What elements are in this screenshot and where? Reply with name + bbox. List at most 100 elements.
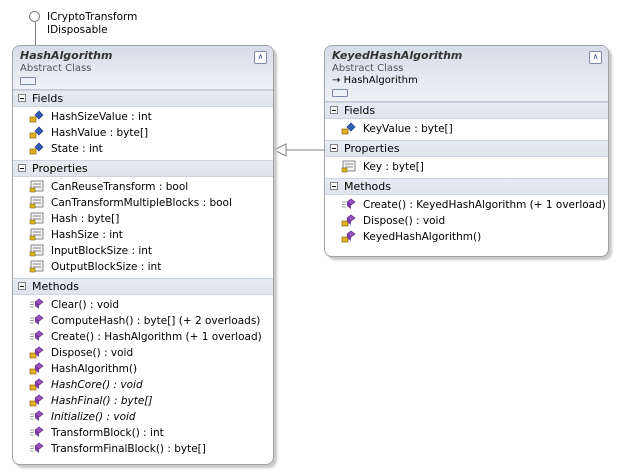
member-item[interactable]: CanReuseTransform : bool	[13, 179, 273, 195]
member-item[interactable]: Clear() : void	[13, 297, 273, 313]
public-method-icon	[29, 314, 45, 327]
property-icon	[29, 228, 45, 241]
interface-connector	[35, 22, 36, 56]
collapse-chevron-icon[interactable]: ∧	[254, 51, 267, 64]
member-item[interactable]: HashValue : byte[]	[13, 125, 273, 141]
collapse-minus-icon[interactable]	[18, 282, 26, 290]
member-item[interactable]: KeyedHashAlgorithm()	[325, 229, 608, 245]
member-label: HashSize : int	[51, 229, 123, 241]
public-method-icon	[29, 410, 45, 423]
property-icon	[29, 244, 45, 257]
protected-method-icon	[29, 346, 45, 359]
collapse-minus-icon[interactable]	[18, 94, 26, 102]
member-label: KeyValue : byte[]	[363, 123, 453, 135]
collapse-minus-icon[interactable]	[330, 182, 338, 190]
member-label: Dispose() : void	[363, 215, 446, 227]
section-header-methods[interactable]: Methods	[325, 178, 608, 195]
property-icon	[29, 212, 45, 225]
member-item[interactable]: ComputeHash() : byte[] (+ 2 overloads)	[13, 313, 273, 329]
base-class-line: → HashAlgorithm	[332, 75, 602, 87]
member-item[interactable]: TransformBlock() : int	[13, 425, 273, 441]
member-item[interactable]: Initialize() : void	[13, 409, 273, 425]
member-item[interactable]: Hash : byte[]	[13, 211, 273, 227]
member-item[interactable]: HashSizeValue : int	[13, 109, 273, 125]
class-kind: Abstract Class	[20, 63, 92, 74]
property-icon	[29, 260, 45, 273]
member-label: HashSizeValue : int	[51, 111, 152, 123]
member-label: Initialize() : void	[51, 411, 136, 423]
inheritance-connector	[272, 143, 326, 157]
collapse-minus-icon[interactable]	[330, 144, 338, 152]
member-label: Hash : byte[]	[51, 213, 120, 225]
member-label: Dispose() : void	[51, 347, 134, 359]
member-label: CanTransformMultipleBlocks : bool	[51, 197, 232, 209]
member-item[interactable]: HashFinal() : byte[]	[13, 393, 273, 409]
class-header[interactable]: KeyedHashAlgorithm Abstract Class → Hash…	[325, 46, 608, 102]
member-item[interactable]: InputBlockSize : int	[13, 243, 273, 259]
base-class-name: HashAlgorithm	[343, 75, 418, 86]
class-kind: Abstract Class	[332, 63, 404, 74]
property-icon	[341, 160, 357, 173]
member-item[interactable]: Key : byte[]	[325, 159, 608, 175]
member-item[interactable]: Dispose() : void	[325, 213, 608, 229]
section-header-properties[interactable]: Properties	[13, 160, 273, 177]
member-item[interactable]: Create() : HashAlgorithm (+ 1 overload)	[13, 329, 273, 345]
protected-method-icon	[341, 230, 357, 243]
section-title: Properties	[344, 142, 400, 155]
interface-labels: ICryptoTransform IDisposable	[47, 11, 137, 37]
section-title: Fields	[344, 104, 376, 117]
member-label: OutputBlockSize : int	[51, 261, 162, 273]
class-header[interactable]: HashAlgorithm Abstract Class ∧	[13, 46, 273, 90]
member-label: HashValue : byte[]	[51, 127, 149, 139]
protected-field-icon	[29, 110, 45, 123]
member-label: Create() : KeyedHashAlgorithm (+ 1 overl…	[363, 199, 606, 211]
class-box-keyedhashalgorithm[interactable]: KeyedHashAlgorithm Abstract Class → Hash…	[324, 45, 609, 257]
member-item[interactable]: HashAlgorithm()	[13, 361, 273, 377]
member-item[interactable]: HashCore() : void	[13, 377, 273, 393]
section-fields: Fields KeyValue : byte[]	[325, 102, 608, 140]
protected-method-icon	[341, 214, 357, 227]
member-item[interactable]: State : int	[13, 141, 273, 157]
member-label: HashAlgorithm()	[51, 363, 138, 375]
member-item[interactable]: Dispose() : void	[13, 345, 273, 361]
inheritance-arrow-icon	[272, 143, 287, 157]
class-toggle-icon[interactable]	[20, 77, 36, 85]
section-title: Fields	[32, 92, 64, 105]
class-toggle-icon[interactable]	[332, 89, 348, 97]
member-item[interactable]: HashSize : int	[13, 227, 273, 243]
member-label: HashFinal() : byte[]	[51, 395, 153, 407]
member-label: ComputeHash() : byte[] (+ 2 overloads)	[51, 315, 261, 327]
member-label: TransformFinalBlock() : byte[]	[51, 443, 206, 455]
public-method-icon	[29, 298, 45, 311]
collapse-minus-icon[interactable]	[18, 164, 26, 172]
member-item[interactable]: Create() : KeyedHashAlgorithm (+ 1 overl…	[325, 197, 608, 213]
collapse-chevron-icon[interactable]: ∧	[589, 51, 602, 64]
collapse-minus-icon[interactable]	[330, 106, 338, 114]
class-box-hashalgorithm[interactable]: HashAlgorithm Abstract Class ∧ Fields Ha…	[12, 45, 274, 465]
section-header-methods[interactable]: Methods	[13, 278, 273, 295]
section-header-fields[interactable]: Fields	[325, 102, 608, 119]
public-method-icon	[341, 198, 357, 211]
member-label: Create() : HashAlgorithm (+ 1 overload)	[51, 331, 262, 343]
public-method-icon	[29, 330, 45, 343]
public-method-icon	[29, 426, 45, 439]
section-title: Methods	[32, 280, 79, 293]
public-method-icon	[29, 442, 45, 455]
member-label: InputBlockSize : int	[51, 245, 153, 257]
member-label: KeyedHashAlgorithm()	[363, 231, 482, 243]
section-header-properties[interactable]: Properties	[325, 140, 608, 157]
class-name: HashAlgorithm	[20, 49, 113, 62]
protected-method-icon	[29, 378, 45, 391]
section-methods: Methods Create() : KeyedHashAlgorithm (+…	[325, 178, 608, 248]
protected-field-icon	[29, 126, 45, 139]
section-header-fields[interactable]: Fields	[13, 90, 273, 107]
member-label: CanReuseTransform : bool	[51, 181, 189, 193]
inherits-arrow-icon: →	[332, 75, 341, 86]
member-item[interactable]: OutputBlockSize : int	[13, 259, 273, 275]
member-item[interactable]: KeyValue : byte[]	[325, 121, 608, 137]
member-item[interactable]: CanTransformMultipleBlocks : bool	[13, 195, 273, 211]
section-properties: Properties Key : byte[]	[325, 140, 608, 178]
member-item[interactable]: TransformFinalBlock() : byte[]	[13, 441, 273, 457]
